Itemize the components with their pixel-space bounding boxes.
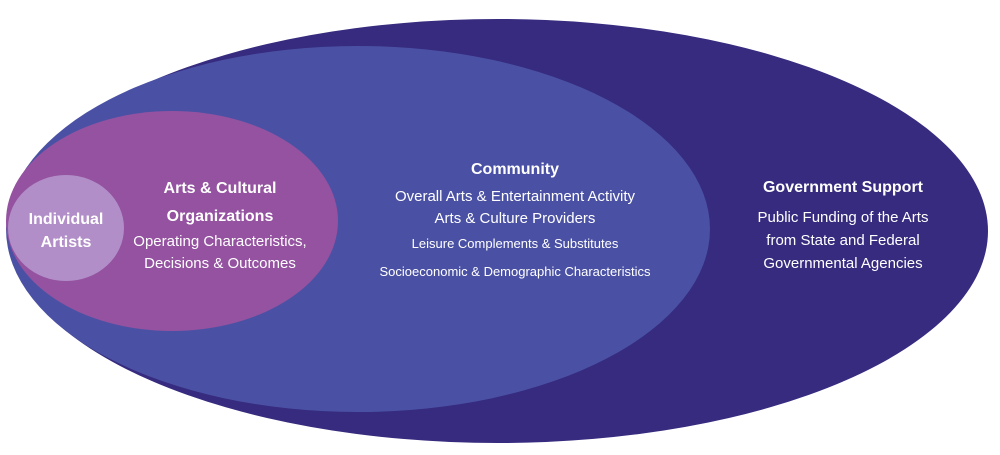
arts-organizations-line: Decisions & Outcomes [144, 255, 296, 272]
arts-organizations-title: Organizations [166, 208, 274, 225]
government-support-line: Governmental Agencies [763, 255, 923, 272]
government-support-line: Public Funding of the Arts [757, 209, 929, 226]
individual-artists-title: Artists [40, 234, 92, 251]
community-spacer [355, 254, 675, 262]
community-line: Arts & Culture Providers [434, 210, 596, 227]
arts-organizations-title: Arts & Cultural [163, 180, 277, 197]
government-support-label: Government Support Public Funding of the… [728, 178, 958, 275]
arts-organizations-label: Arts & Cultural Organizations Operating … [120, 175, 320, 275]
government-support-line: from State and Federal [766, 232, 920, 249]
individual-artists-label: Individual Artists [14, 208, 118, 254]
community-line: Socioeconomic & Demographic Characterist… [379, 264, 651, 279]
community-title: Community [471, 161, 559, 178]
community-line: Leisure Complements & Substitutes [411, 236, 619, 251]
government-support-title: Government Support [762, 179, 923, 196]
arts-organizations-line: Operating Characteristics, [133, 233, 307, 250]
individual-artists-ellipse [8, 175, 124, 281]
community-label: Community Overall Arts & Entertainment A… [355, 160, 675, 282]
community-line: Overall Arts & Entertainment Activity [394, 188, 636, 205]
individual-artists-title: Individual [28, 211, 104, 228]
